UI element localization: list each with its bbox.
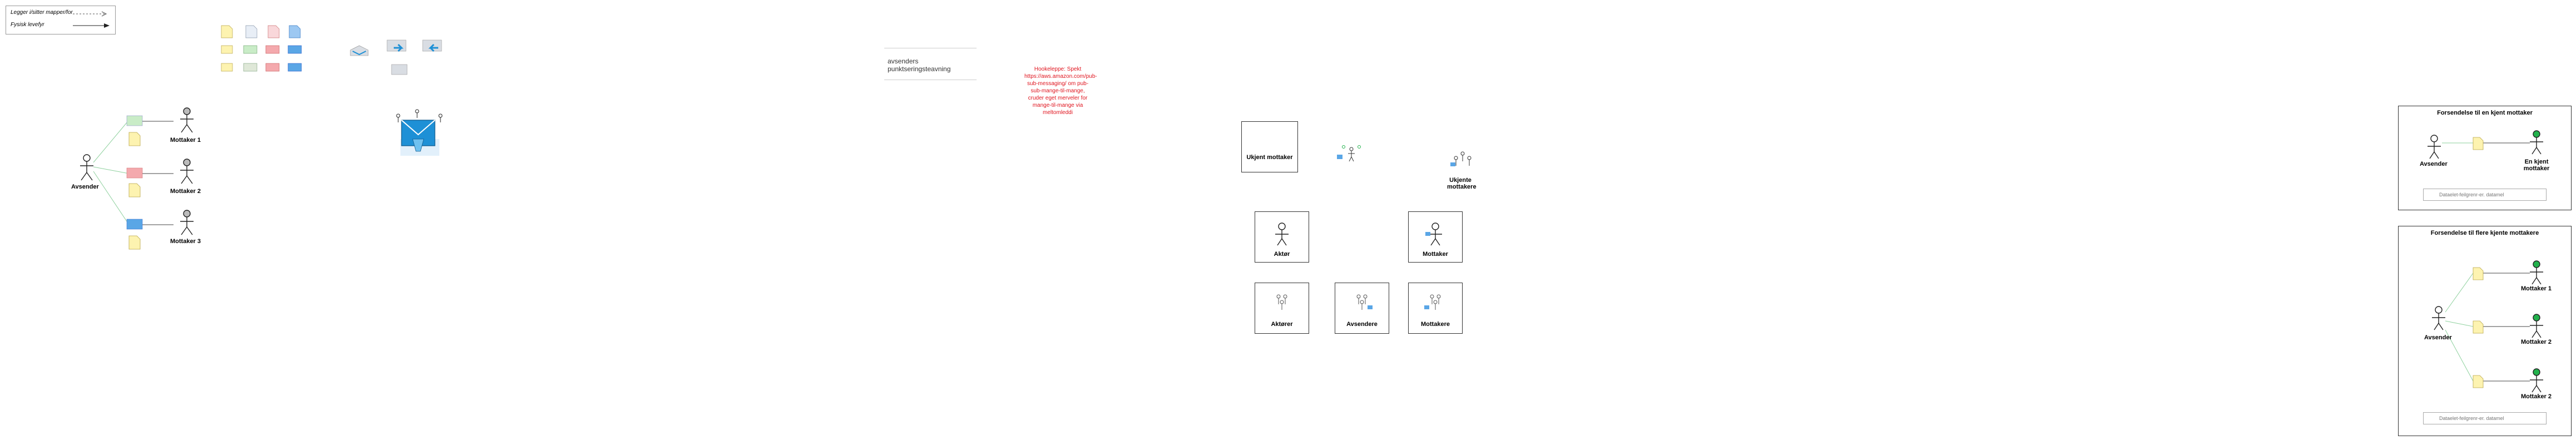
document-icon-palette xyxy=(217,21,306,77)
message-transfer-icons xyxy=(345,33,450,78)
panel-single-title: Forsendelse til en kjent mottaker xyxy=(2437,110,2533,116)
unknown-receiver-label: Ukjent mottaker xyxy=(1246,154,1293,161)
actors-label: Aktører xyxy=(1271,321,1293,328)
legend-sync-label: Fysisk levefyr xyxy=(11,22,44,28)
actor-icon xyxy=(1275,223,1289,246)
panel-multiple-title: Forsendelse til flere kjente mottakere xyxy=(2430,230,2539,236)
left-receiver-1-label: Mottaker 1 xyxy=(170,137,201,144)
red-annotation: Hookeleppe: Spekt https://aws.amazon.com… xyxy=(1024,66,1097,116)
punctuation-note: avsenders punktseringsteavning xyxy=(884,48,977,80)
unknown-receivers-text: Ukjente mottakere xyxy=(1447,177,1477,190)
sender-actor-icon xyxy=(80,154,93,181)
panel-multiple-receiver-2-label: Mottaker 2 xyxy=(2521,339,2552,345)
panel-multiple-receiver-1-label: Mottaker 1 xyxy=(2521,285,2552,292)
panel-multiple-receiver-3-label: Mottaker 2 xyxy=(2521,393,2552,400)
legend-async-label: Legger i/sitter mapper/for xyxy=(11,9,73,16)
panel-single-receiver-label: En kjent mottaker xyxy=(2523,159,2550,172)
unknown-receiver-box: Ukjent mottaker xyxy=(1241,121,1298,172)
unknown-receivers-icon xyxy=(1446,146,1479,179)
legend-arrows xyxy=(73,11,110,28)
unknown-receivers-label: Ukjente mottakere xyxy=(1447,177,1477,190)
receivers-label: Mottakere xyxy=(1421,321,1450,328)
panel-single-footnote: Dataelet-feilgrenr-er. datamel xyxy=(2423,189,2547,201)
receiver-actor-icons xyxy=(180,107,194,235)
left-receiver-3-label: Mottaker 3 xyxy=(170,238,201,245)
receiver-box: Mottaker xyxy=(1408,211,1463,263)
receivers-box: Mottakere xyxy=(1408,283,1463,334)
left-sender-label: Avsender xyxy=(71,184,99,190)
group-actors-icon xyxy=(1332,142,1371,174)
actor-box: Aktør xyxy=(1255,211,1309,263)
receivers-icon xyxy=(1424,294,1441,310)
left-receiver-2-label: Mottaker 2 xyxy=(170,188,201,195)
legend-box: Legger i/sitter mapper/for Fysisk levefy… xyxy=(6,6,116,34)
actors-box: Aktører xyxy=(1255,283,1309,334)
receiver-label: Mottaker xyxy=(1423,251,1448,258)
panel-single-sender-label: Avsender xyxy=(2420,161,2448,167)
senders-box: Avsendere xyxy=(1335,283,1389,334)
panel-multiple-footnote: Dataelet-feilgrenr-er. datamel xyxy=(2423,412,2547,424)
panel-multiple-receivers: Forsendelse til flere kjente mottakere xyxy=(2398,226,2572,436)
senders-icon xyxy=(1356,294,1373,310)
panel-single-receiver: Forsendelse til en kjent mottaker Avsend… xyxy=(2398,106,2572,210)
receiver-icon xyxy=(1425,223,1442,246)
left-diagram xyxy=(0,0,256,267)
actors-icon xyxy=(1276,294,1287,310)
panel-multiple-diagram xyxy=(2432,260,2543,393)
actor-label: Aktør xyxy=(1274,251,1290,258)
broadcast-envelope-icon xyxy=(389,106,450,167)
panel-single-diagram xyxy=(2428,130,2543,159)
panel-multiple-sender-label: Avsender xyxy=(2424,334,2452,341)
senders-label: Avsendere xyxy=(1346,321,1378,328)
